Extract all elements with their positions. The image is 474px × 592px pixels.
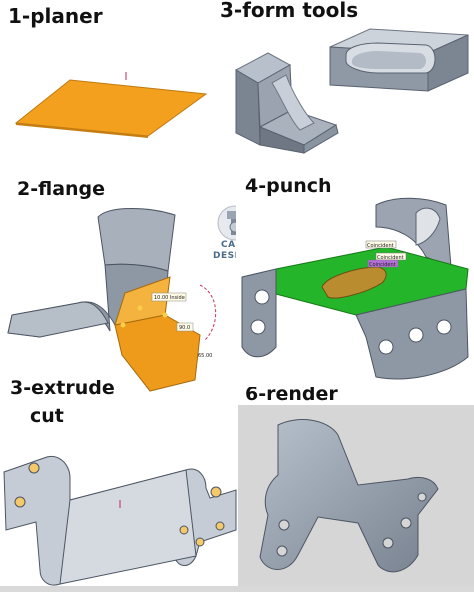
planar-plate-view	[8, 48, 208, 138]
flange-inside-dim: 10.00 Inside	[154, 295, 185, 301]
step-1-planer-label: 1-planer	[8, 4, 103, 28]
flange-length-dim: 65.00	[198, 353, 212, 359]
step-4-punch-label: 4-punch	[245, 175, 332, 197]
flange-angle-dim: 90.0	[179, 325, 190, 331]
form-tools-view	[228, 25, 474, 160]
punch-view: Coincident Coincident Coincident	[236, 197, 474, 387]
step-2-flange-label: 2-flange	[17, 178, 106, 200]
step-cut-label: cut	[30, 405, 64, 427]
extrude-cut-view	[0, 430, 240, 590]
render-view	[238, 405, 474, 589]
punch-tag-1: Coincident	[367, 243, 394, 249]
step-3-extrude-label: 3-extrude	[10, 377, 115, 399]
step-6-render-label: 6-render	[245, 383, 338, 405]
punch-tag-3: Coincident	[369, 262, 396, 268]
flange-view: 10.00 Inside 90.0 65.00	[0, 195, 240, 395]
logo-line2: DESIGN	[213, 251, 255, 261]
bottom-strip	[0, 586, 474, 592]
step-3-form-tools-label: 3-form tools	[220, 0, 359, 22]
punch-tag-2: Coincident	[377, 255, 404, 261]
